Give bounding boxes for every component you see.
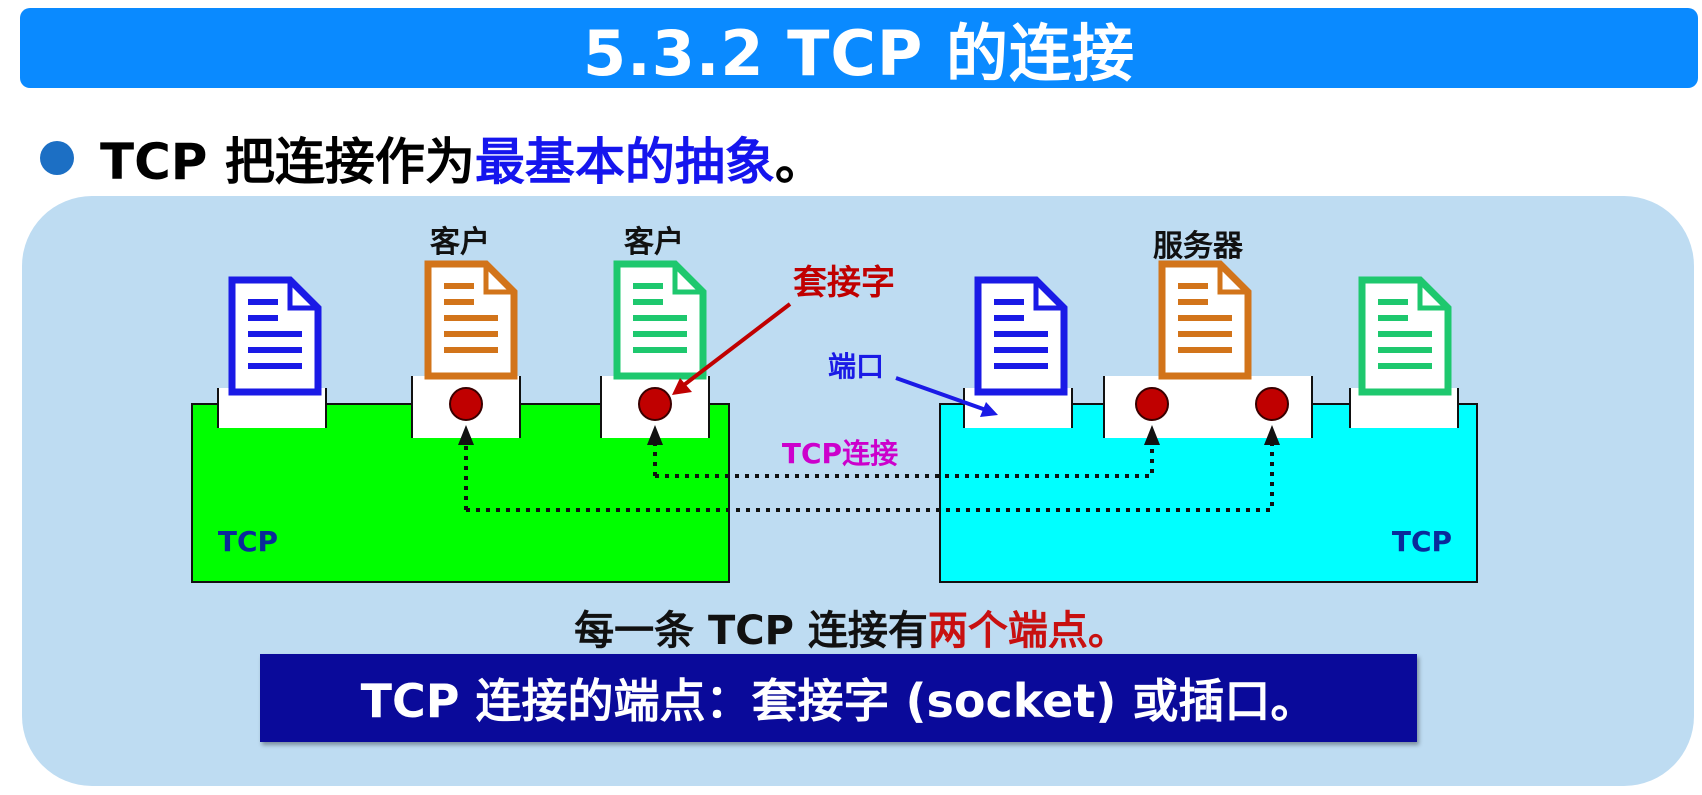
connection-label: TCP连接	[782, 437, 898, 470]
right-tcp-label: TCP	[1392, 525, 1452, 558]
document-icon-right-1	[978, 280, 1064, 392]
caption-text: 每一条 TCP 连接有	[574, 608, 928, 654]
socket-icon-server-2	[1255, 387, 1289, 421]
bullet-text-plain: TCP 把连接作为	[100, 133, 475, 191]
client-1-label: 客户	[430, 225, 490, 260]
server-label: 服务器	[1153, 229, 1244, 264]
bullet-icon	[40, 141, 74, 175]
socket-icon-server-1	[1135, 387, 1169, 421]
port-label: 端口	[828, 350, 884, 383]
socket-arrowheads	[458, 425, 1280, 445]
socket-icon-client-1	[449, 387, 483, 421]
note-text: TCP 连接的端点：套接字 (socket) 或插口。	[360, 674, 1317, 728]
socket-pointer-arrow	[678, 302, 792, 390]
document-icon-server	[1162, 264, 1248, 376]
client-2-label: 客户	[624, 225, 684, 260]
socket-label: 套接字	[793, 263, 895, 303]
bullet-text-emphasis: 最基本的抽象	[474, 133, 775, 191]
port-pointer-arrow	[895, 376, 987, 412]
document-icon-client-2	[617, 264, 703, 376]
title-bar: 5.3.2 TCP 的连接	[20, 8, 1698, 90]
left-tcp-label: TCP	[218, 525, 278, 558]
note-box: TCP 连接的端点：套接字 (socket) 或插口。	[260, 654, 1417, 742]
document-icon-left-1	[232, 280, 318, 392]
bullet-text: TCP 把连接作为最基本的抽象。	[100, 122, 825, 194]
tcp-connection-lines	[464, 443, 1274, 512]
bullet-text-end: 。	[774, 133, 825, 191]
socket-icon-client-2	[638, 387, 672, 421]
tcp-connection-outer	[464, 443, 1274, 512]
caption-emphasis: 两个端点。	[927, 608, 1128, 654]
page-title: 5.3.2 TCP 的连接	[583, 17, 1135, 90]
socket-pointer-arrowhead	[672, 378, 692, 395]
document-icon-right-3	[1362, 280, 1448, 392]
bullet-line: TCP 把连接作为最基本的抽象。	[40, 118, 825, 198]
port-pointer-arrowhead	[980, 402, 998, 417]
caption: 每一条 TCP 连接有两个端点。	[0, 598, 1702, 656]
document-icon-client-1	[428, 264, 514, 376]
